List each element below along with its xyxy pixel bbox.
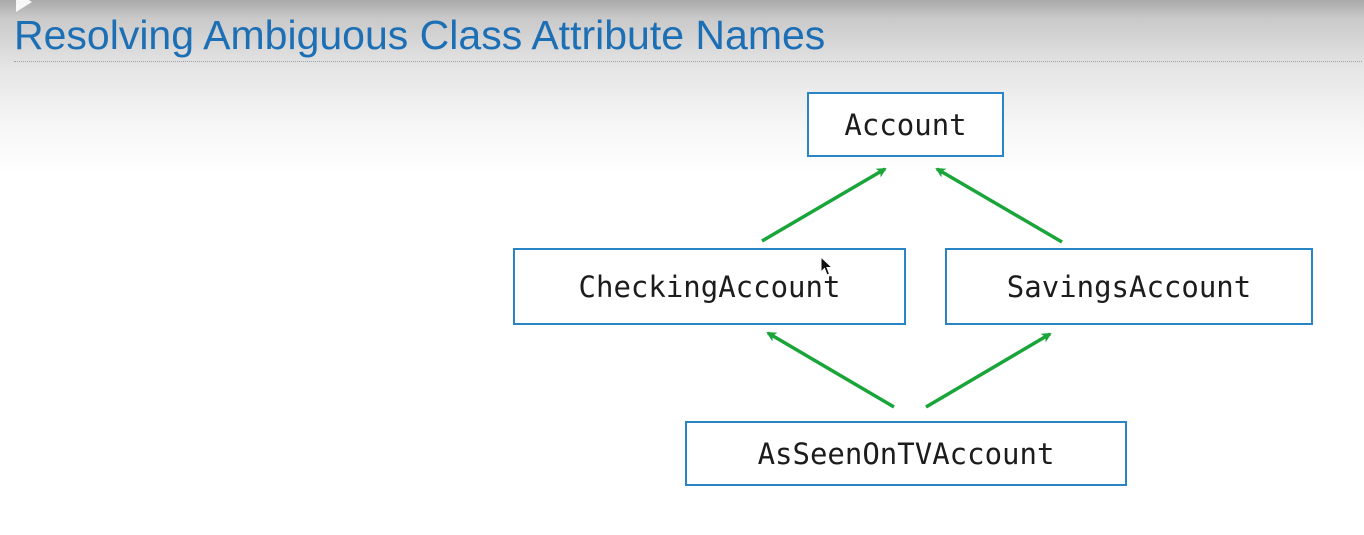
slide-title: Resolving Ambiguous Class Attribute Name… xyxy=(14,12,826,58)
arrow-savings-to-account xyxy=(935,167,1063,244)
arrow-asseen-to-checking xyxy=(766,331,895,409)
class-box-checking-account: CheckingAccount xyxy=(513,248,906,325)
class-box-account: Account xyxy=(807,92,1004,157)
class-name-account: Account xyxy=(844,107,967,142)
class-name-savings-account: SavingsAccount xyxy=(1006,269,1252,304)
class-name-checking-account: CheckingAccount xyxy=(578,269,841,304)
mouse-pointer-icon xyxy=(820,256,834,276)
class-box-asseenontv-account: AsSeenOnTVAccount xyxy=(685,421,1127,486)
class-name-asseenontv-account: AsSeenOnTVAccount xyxy=(757,436,1055,471)
title-divider xyxy=(14,61,1362,62)
arrow-checking-to-account xyxy=(761,167,887,243)
header-shade xyxy=(0,0,1364,175)
class-box-savings-account: SavingsAccount xyxy=(945,248,1313,325)
arrow-asseen-to-savings xyxy=(925,332,1052,409)
play-icon[interactable] xyxy=(16,0,32,12)
